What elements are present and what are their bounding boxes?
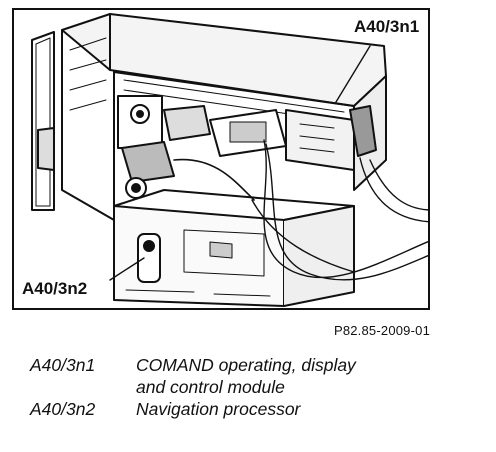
legend: A40/3n1 COMAND operating, display and co… xyxy=(30,354,470,420)
callout-A40-3n2: A40/3n2 xyxy=(20,279,90,298)
callout-A40-3n1: A40/3n1 xyxy=(352,17,422,36)
unit-illustration xyxy=(31,13,428,307)
legend-description: Navigation processor xyxy=(136,399,301,419)
leader-line-n2 xyxy=(109,257,145,281)
left-mounting-bracket xyxy=(31,31,55,211)
legend-item: A40/3n1 COMAND operating, display xyxy=(30,354,470,376)
legend-code: A40/3n1 xyxy=(30,355,96,375)
legend-code-spacer xyxy=(30,376,136,398)
lower-unit-A40-3n2 xyxy=(113,189,355,307)
figure-reference-number: P82.85-2009-01 xyxy=(333,323,430,338)
legend-item-continuation: and control module xyxy=(30,376,470,398)
upper-unit-A40-3n1 xyxy=(61,13,387,221)
legend-description: and control module xyxy=(136,377,285,397)
legend-description: COMAND operating, display xyxy=(136,355,356,375)
legend-code: A40/3n2 xyxy=(30,399,96,419)
diagram-frame: A40/3n1 A40/3n2 xyxy=(12,8,430,310)
legend-item: A40/3n2 Navigation processor xyxy=(30,398,470,420)
cable-harness xyxy=(251,139,428,281)
